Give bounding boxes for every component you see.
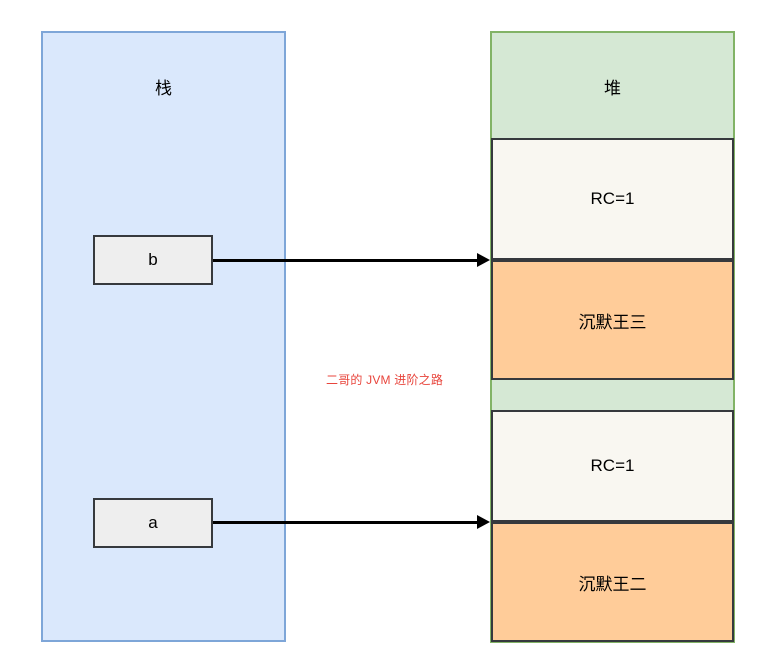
heap-object-2-label: 沉默王二 [491, 522, 734, 642]
stack-variable-b: b [93, 235, 213, 285]
reference-arrow-a-to-object-2 [213, 515, 490, 529]
reference-arrow-b-to-object-1 [213, 253, 490, 267]
heap-label: 堆 [604, 79, 621, 98]
heap-object-1-refcount: RC=1 [491, 138, 734, 260]
stack-label: 栈 [155, 79, 172, 98]
watermark-text: 二哥的 JVM 进阶之路 [326, 373, 444, 387]
heap-object-2-refcount: RC=1 [491, 410, 734, 522]
stack-variable-a: a [93, 498, 213, 548]
stack-region: 栈 [41, 31, 286, 642]
heap-object-1-label: 沉默王三 [491, 260, 734, 380]
